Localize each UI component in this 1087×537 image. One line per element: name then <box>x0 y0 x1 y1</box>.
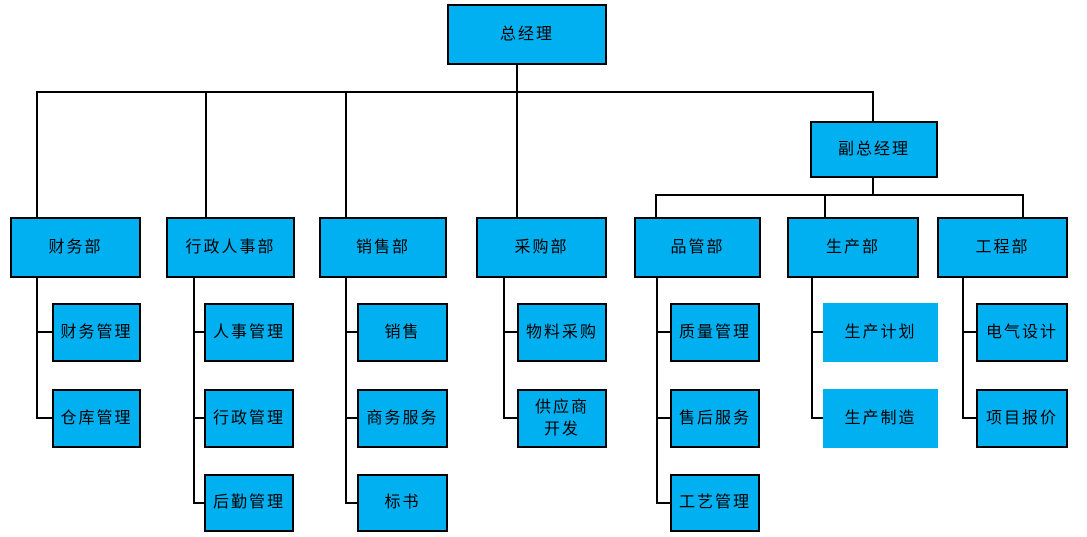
connector-line <box>36 417 54 419</box>
connector-line <box>345 417 359 419</box>
node-label: 工艺管理 <box>678 494 751 512</box>
node-label: 供应商 开发 <box>534 398 589 438</box>
node-personnel-management[interactable]: 人事管理 <box>204 303 294 362</box>
connector-line <box>962 417 978 419</box>
node-label: 人事管理 <box>212 323 285 341</box>
node-label: 财务部 <box>48 238 103 256</box>
node-electrical-design[interactable]: 电气设计 <box>976 303 1068 362</box>
connector-line <box>516 64 518 217</box>
node-label: 质量管理 <box>678 323 751 341</box>
node-project-quotation[interactable]: 项目报价 <box>976 389 1068 448</box>
connector-line <box>193 502 206 504</box>
node-label: 商务服务 <box>366 409 439 427</box>
connector-line <box>962 278 964 419</box>
connector-line <box>824 194 826 217</box>
node-label: 仓库管理 <box>60 409 133 427</box>
node-administrative-management[interactable]: 行政管理 <box>204 389 294 448</box>
node-business-services[interactable]: 商务服务 <box>357 389 448 448</box>
node-label: 项目报价 <box>985 409 1058 427</box>
node-label: 行政管理 <box>212 409 285 427</box>
node-tender-documents[interactable]: 标书 <box>357 474 448 532</box>
connector-line <box>503 331 519 333</box>
node-admin-hr-dept[interactable]: 行政人事部 <box>166 217 295 278</box>
node-label: 售后服务 <box>678 409 751 427</box>
node-sales-dept[interactable]: 销售部 <box>319 217 447 278</box>
node-supplier-development[interactable]: 供应商 开发 <box>517 389 607 448</box>
connector-line <box>503 278 505 419</box>
node-label: 品管部 <box>670 238 725 256</box>
node-sales[interactable]: 销售 <box>357 303 448 362</box>
node-material-purchasing[interactable]: 物料采购 <box>517 303 607 362</box>
node-logistics-management[interactable]: 后勤管理 <box>204 474 294 532</box>
node-production-manufacturing[interactable]: 生产制造 <box>823 389 938 448</box>
connector-line <box>656 331 672 333</box>
node-deputy-general-manager[interactable]: 副总经理 <box>810 121 938 178</box>
node-process-management[interactable]: 工艺管理 <box>670 474 760 532</box>
node-production-planning[interactable]: 生产计划 <box>823 303 938 362</box>
node-label: 行政人事部 <box>185 238 276 256</box>
connector-line <box>962 331 978 333</box>
node-label: 工程部 <box>975 238 1030 256</box>
connector-line <box>656 417 672 419</box>
connector-line <box>811 278 813 419</box>
connector-line <box>656 278 658 504</box>
connector-line <box>811 417 825 419</box>
node-finance-dept[interactable]: 财务部 <box>10 217 141 278</box>
connector-line <box>36 91 874 93</box>
node-label: 销售部 <box>355 238 410 256</box>
connector-line <box>193 278 195 504</box>
node-label: 标书 <box>384 494 421 512</box>
node-production-dept[interactable]: 生产部 <box>787 217 919 278</box>
connector-line <box>193 417 206 419</box>
node-label: 生产计划 <box>844 323 917 341</box>
connector-line <box>345 91 347 217</box>
node-label: 生产制造 <box>844 409 917 427</box>
node-purchasing-dept[interactable]: 采购部 <box>476 217 607 278</box>
node-label: 采购部 <box>514 238 569 256</box>
node-label: 总经理 <box>499 25 554 43</box>
connector-line <box>1022 194 1024 217</box>
connector-line <box>345 331 359 333</box>
node-label: 物料采购 <box>525 323 598 341</box>
node-label: 后勤管理 <box>212 494 285 512</box>
node-label: 副总经理 <box>837 140 910 158</box>
node-label: 销售 <box>384 323 421 341</box>
connector-line <box>36 331 54 333</box>
connector-line <box>656 502 672 504</box>
node-label: 生产部 <box>825 238 880 256</box>
node-quality-dept[interactable]: 品管部 <box>634 217 761 278</box>
connector-line <box>345 502 359 504</box>
connector-line <box>811 331 825 333</box>
connector-line <box>205 91 207 217</box>
node-quality-management[interactable]: 质量管理 <box>670 303 760 362</box>
connector-line <box>872 91 874 121</box>
connector-line <box>655 194 1024 196</box>
node-label: 电气设计 <box>985 323 1058 341</box>
connector-line <box>503 417 519 419</box>
node-engineering-dept[interactable]: 工程部 <box>937 217 1068 278</box>
connector-line <box>193 331 206 333</box>
connector-line <box>36 91 38 217</box>
connector-line <box>655 194 657 217</box>
connector-line <box>345 278 347 504</box>
connector-line <box>872 178 874 196</box>
node-general-manager[interactable]: 总经理 <box>447 4 607 65</box>
node-warehouse-management[interactable]: 仓库管理 <box>52 389 141 448</box>
connector-line <box>36 278 38 419</box>
node-financial-management[interactable]: 财务管理 <box>52 303 141 362</box>
node-after-sales-service[interactable]: 售后服务 <box>670 389 760 448</box>
node-label: 财务管理 <box>60 323 133 341</box>
